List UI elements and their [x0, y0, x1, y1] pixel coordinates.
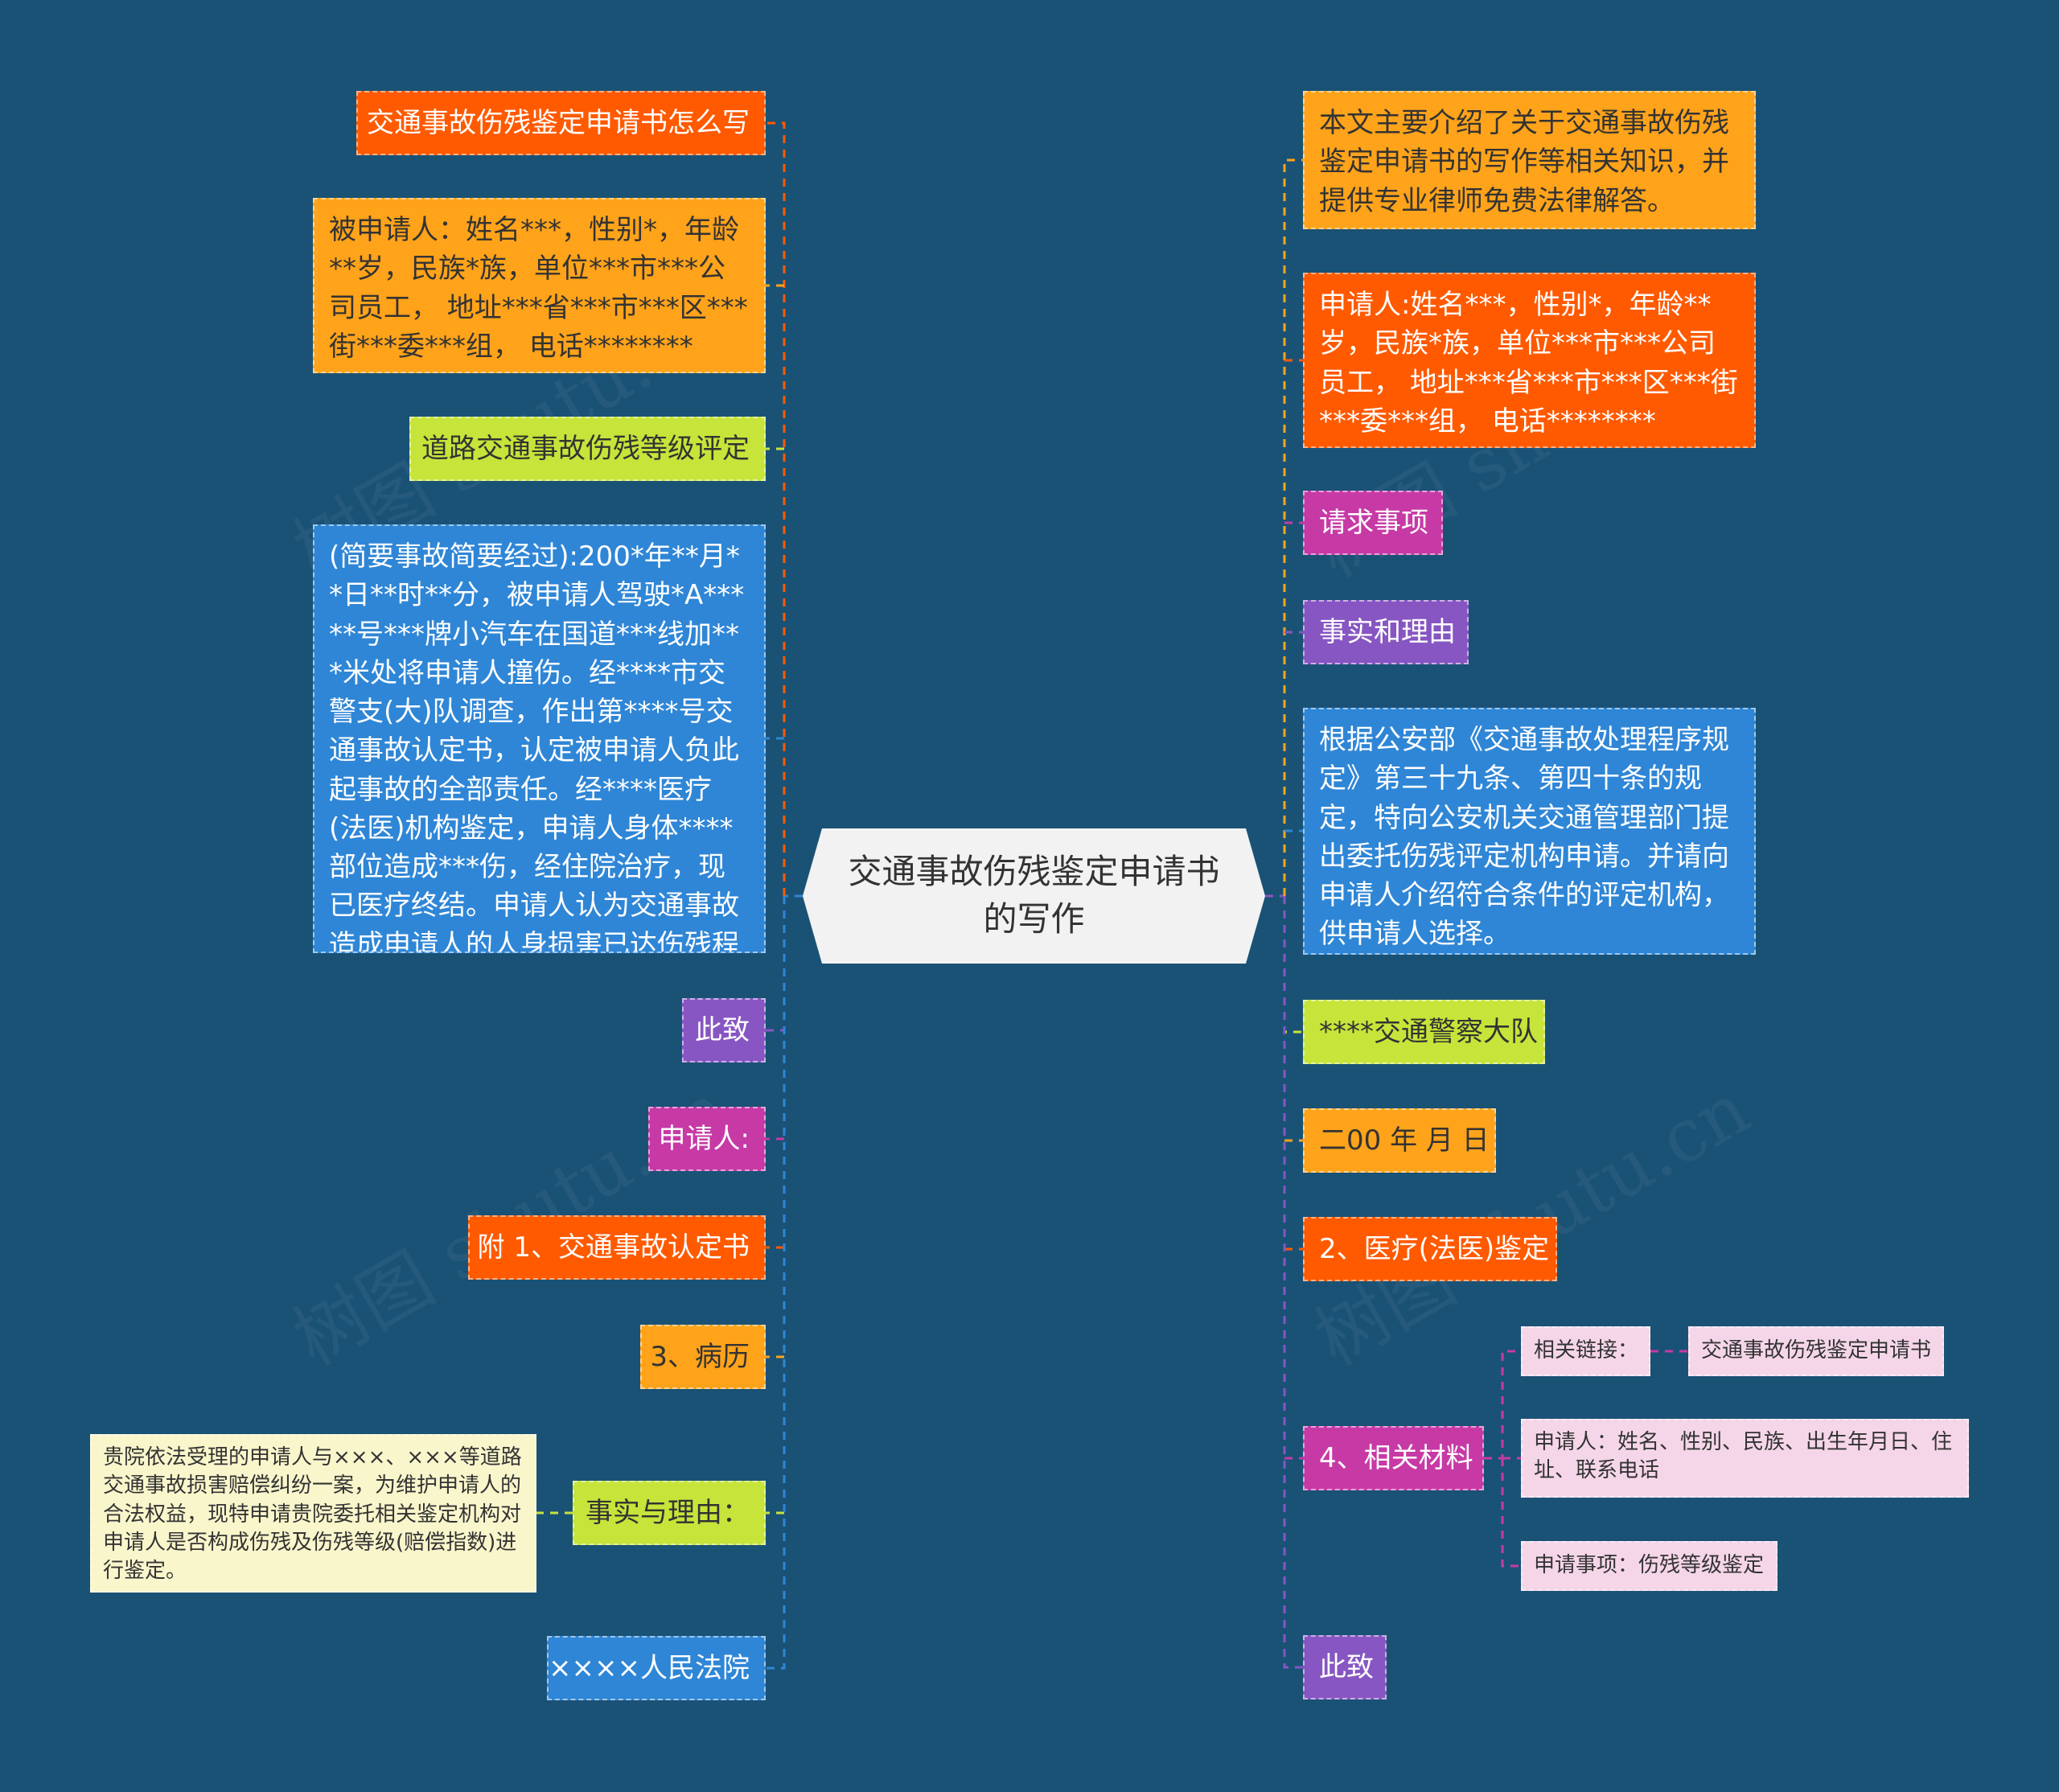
- right-branch-sincerely: [1283, 896, 1303, 1669]
- left-branch-how-to-write: [766, 121, 786, 896]
- node-facts-and-reasons[interactable]: 事实和理由: [1303, 600, 1469, 664]
- node-legal-basis[interactable]: 根据公安部《交通事故处理程序规定》第三十九条、第四十条的规定，特向公安机关交通管…: [1303, 708, 1756, 955]
- node-date[interactable]: 二00 年 月 日: [1303, 1108, 1496, 1173]
- node-related-materials[interactable]: 4、相关材料: [1303, 1426, 1484, 1490]
- node-sincerely-left[interactable]: 此致: [682, 998, 766, 1062]
- node-facts-reasons[interactable]: 事实与理由：: [573, 1481, 766, 1545]
- root-topic[interactable]: 交通事故伤残鉴定申请书的写作: [803, 828, 1265, 964]
- node-requests[interactable]: 请求事项: [1303, 491, 1443, 555]
- node-grade-assessment[interactable]: 道路交通事故伤残等级评定: [409, 417, 766, 481]
- node-applicant-info[interactable]: 申请人:姓名***，性别*，年龄**岁，民族*族，单位***市***公司员工， …: [1303, 273, 1756, 448]
- node-related-link[interactable]: 交通事故伤残鉴定申请书: [1688, 1326, 1944, 1376]
- materials-trunk: [1484, 1350, 1521, 1460]
- left-branch-sincerely: [766, 896, 786, 1032]
- node-attachment-2[interactable]: 2、医疗(法医)鉴定: [1303, 1217, 1557, 1281]
- right-branch-police: [1283, 896, 1303, 1034]
- node-court[interactable]: ××××人民法院: [547, 1636, 766, 1700]
- node-sincerely-right[interactable]: 此致: [1303, 1635, 1387, 1700]
- node-accident-summary[interactable]: (简要事故简要经过):200*年**月**日**时**分，被申请人驾驶*A***…: [313, 524, 766, 953]
- node-how-to-write[interactable]: 交通事故伤残鉴定申请书怎么写: [356, 91, 766, 155]
- node-related-link-label[interactable]: 相关链接：: [1521, 1326, 1650, 1376]
- node-court-text[interactable]: 贵院依法受理的申请人与×××、×××等道路交通事故损害赔偿纠纷一案，为维护申请人…: [90, 1434, 536, 1593]
- node-police[interactable]: ****交通警察大队: [1303, 1000, 1545, 1064]
- node-attachment-3[interactable]: 3、病历: [640, 1325, 766, 1389]
- node-applicant-fields[interactable]: 申请人：姓名、性别、民族、出生年月日、住址、联系电话: [1521, 1419, 1969, 1498]
- materials-to-request: [1501, 1458, 1521, 1568]
- node-attachment-1[interactable]: 附 1、交通事故认定书: [468, 1215, 766, 1280]
- node-respondent[interactable]: 被申请人：姓名***，性别*，年龄**岁，民族*族，单位***市***公司员工，…: [313, 198, 766, 373]
- left-branch-court: [766, 896, 786, 1670]
- right-branch-intro: [1283, 158, 1303, 896]
- node-intro[interactable]: 本文主要介绍了关于交通事故伤残鉴定申请书的写作等相关知识，并提供专业律师免费法律…: [1303, 91, 1756, 229]
- node-applicant-label[interactable]: 申请人:: [648, 1107, 766, 1171]
- node-request-item[interactable]: 申请事项：伤残等级鉴定: [1521, 1541, 1777, 1591]
